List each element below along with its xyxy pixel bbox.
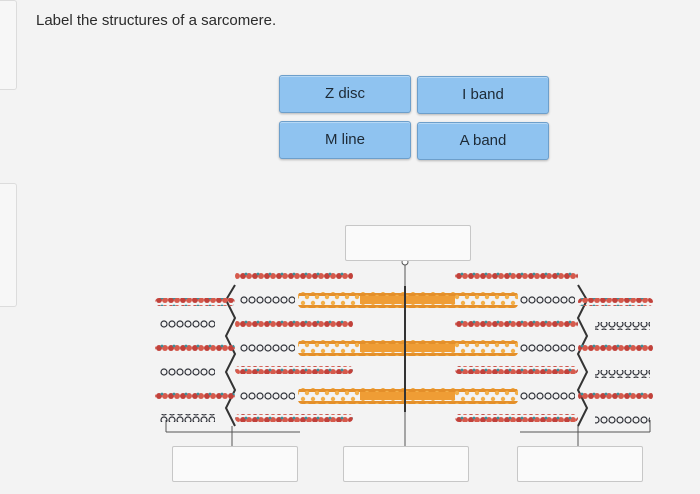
titin-coils	[160, 296, 650, 424]
question-prompt: Label the structures of a sarcomere.	[36, 12, 277, 29]
label-chip-a-band[interactable]: A band	[417, 122, 549, 160]
thin-filaments	[155, 272, 653, 422]
side-panel-fragment	[0, 183, 17, 307]
drop-target-bottom-left[interactable]	[172, 446, 298, 482]
drop-target-bottom-center[interactable]	[343, 446, 469, 482]
side-panel-fragment	[0, 0, 17, 90]
drop-target-bottom-right[interactable]	[517, 446, 643, 482]
drop-target-top[interactable]	[345, 225, 471, 261]
label-chip-i-band[interactable]: I band	[417, 76, 549, 114]
thick-filaments	[298, 292, 518, 404]
label-chip-z-disc[interactable]: Z disc	[279, 75, 411, 113]
label-chip-m-line[interactable]: M line	[279, 121, 411, 159]
